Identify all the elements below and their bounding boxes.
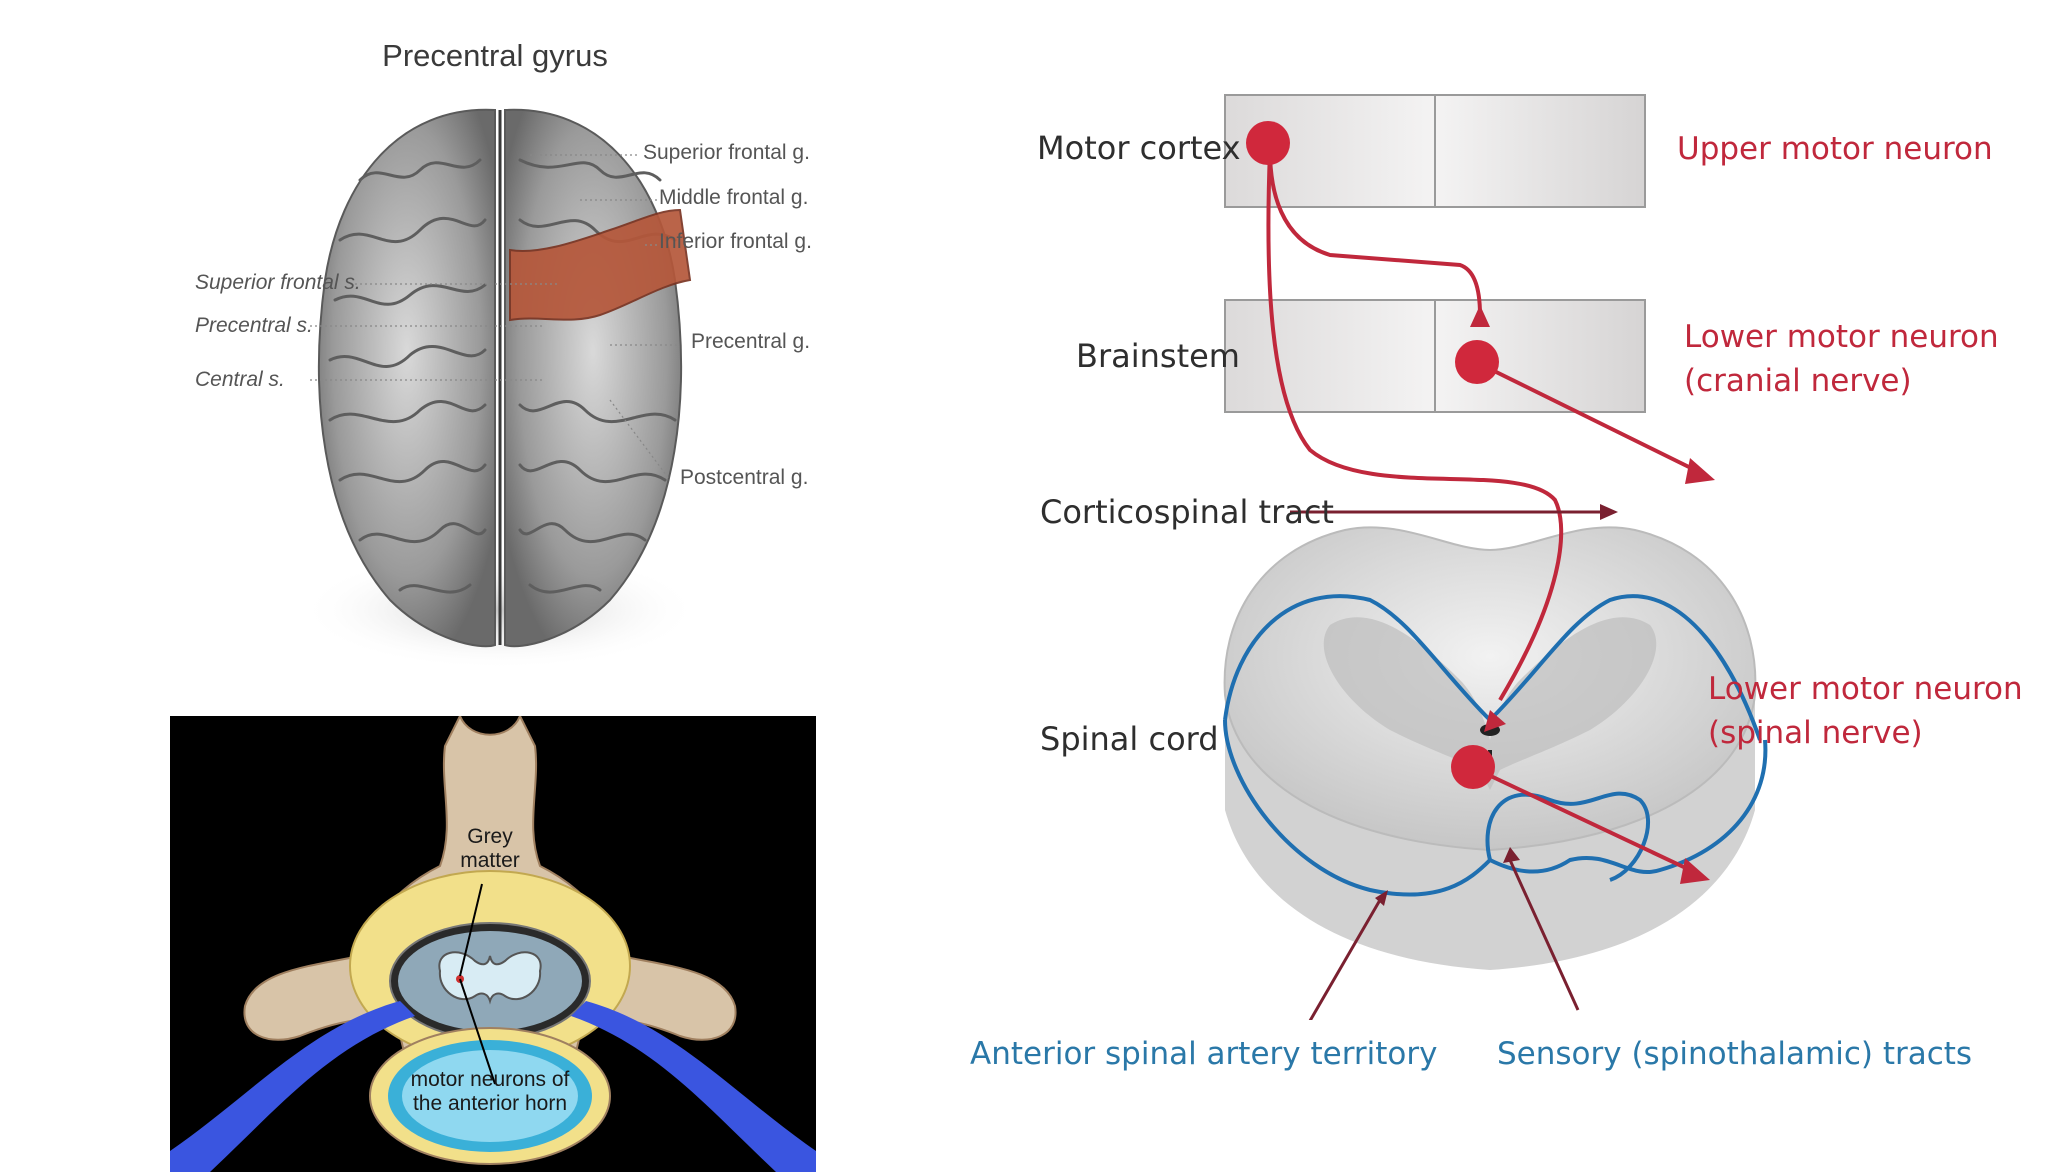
label-lower-motor-neuron-spinal: Lower motor neuron — [1708, 671, 2023, 707]
label-postcentral-gyrus: Postcentral g. — [680, 466, 809, 489]
label-precentral-sulcus: Precentral s. — [195, 314, 313, 337]
brain-top-view-illustration — [300, 108, 700, 670]
label-superior-frontal-sulcus: Superior frontal s. — [195, 271, 361, 294]
label-sensory-spinothalamic-tracts: Sensory (spinothalamic) tracts — [1497, 1036, 1973, 1072]
label-precentral-gyrus: Precentral g. — [691, 330, 811, 353]
label-superior-frontal-gyrus: Superior frontal g. — [643, 141, 810, 164]
label-central-sulcus: Central s. — [195, 368, 285, 391]
label-lower-motor-neuron-cranial: Lower motor neuron — [1684, 319, 1999, 355]
label-motor-neurons-anterior-horn: motor neurons of the anterior horn — [410, 1068, 570, 1115]
label-spinal-cord: Spinal cord — [1040, 720, 1219, 758]
vertebra-cross-section-illustration — [170, 716, 816, 1172]
label-spinal-nerve: (spinal nerve) — [1708, 715, 1923, 751]
label-inferior-frontal-gyrus: Inferior frontal g. — [659, 230, 812, 253]
label-grey-matter: Grey matter — [460, 825, 520, 872]
brain-panel-title: Precentral gyrus — [382, 38, 608, 73]
motor-pathway-diagram — [1223, 94, 1768, 1020]
label-middle-frontal-gyrus: Middle frontal g. — [659, 186, 809, 209]
label-motor-cortex: Motor cortex — [1037, 129, 1241, 167]
label-upper-motor-neuron: Upper motor neuron — [1677, 131, 1993, 167]
label-cranial-nerve: (cranial nerve) — [1684, 363, 1912, 399]
label-anterior-spinal-artery-territory: Anterior spinal artery territory — [970, 1036, 1438, 1072]
label-brainstem: Brainstem — [1076, 337, 1240, 375]
brain-leader-lines — [310, 154, 680, 481]
label-corticospinal-tract: Corticospinal tract — [1040, 493, 1334, 531]
